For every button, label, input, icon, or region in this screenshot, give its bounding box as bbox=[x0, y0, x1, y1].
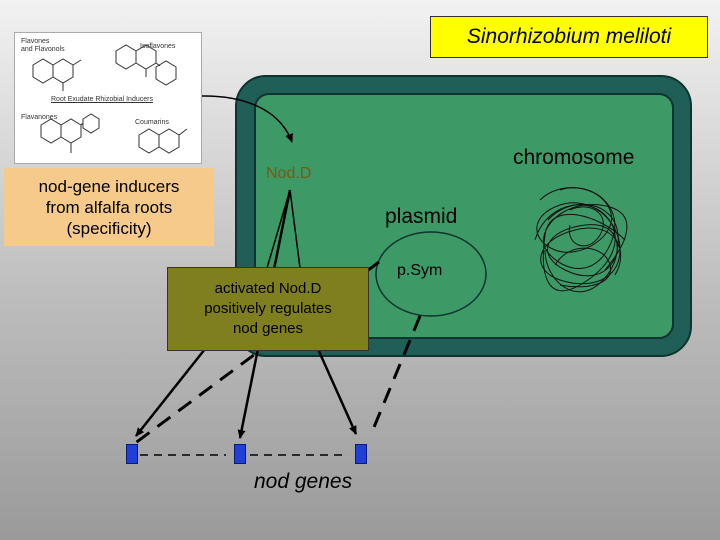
plasmid-to-gene3-dashed bbox=[370, 315, 422, 433]
activated-nodd-box: activated Nod.D positively regulates nod… bbox=[167, 267, 369, 351]
root-exudate-caption: Root Exudate Rhizobial Inducers bbox=[51, 96, 153, 103]
activated-to-gene3-arrow bbox=[316, 348, 358, 435]
nod-gene-3 bbox=[355, 444, 367, 464]
psym-label: p.Sym bbox=[397, 262, 443, 279]
plasmid-psym bbox=[375, 231, 487, 317]
inducer-label-box: nod-gene inducers from alfalfa roots (sp… bbox=[4, 168, 214, 246]
flavones-label: Flavones and Flavonols bbox=[21, 38, 65, 53]
nodd-protein-label: Nod.D bbox=[266, 165, 312, 182]
flavanones-label: Flavanones bbox=[21, 114, 58, 121]
nodd-link-right bbox=[289, 189, 301, 269]
isoflavone-structure-icon bbox=[115, 44, 177, 86]
inducer-structures-panel: Flavones and Flavonols Isoflavones Root … bbox=[14, 32, 202, 164]
flavone-structure-icon bbox=[32, 58, 82, 91]
coumarin-structure-icon bbox=[138, 128, 188, 154]
flavanone-structure-icon bbox=[40, 113, 100, 153]
nod-genes-label: nod genes bbox=[254, 470, 353, 493]
inducer-to-nodd-arrow bbox=[199, 95, 293, 143]
nod-gene-1 bbox=[126, 444, 138, 464]
nod-gene-2 bbox=[234, 444, 246, 464]
chromosome-tangle bbox=[534, 187, 628, 293]
chromosome-label: chromosome bbox=[513, 146, 635, 169]
coumarins-label: Coumarins bbox=[135, 119, 169, 126]
isoflavones-label: Isoflavones bbox=[140, 43, 176, 50]
activated-to-gene1-arrow bbox=[135, 348, 206, 437]
plasmid-label: plasmid bbox=[385, 205, 458, 228]
organism-title: Sinorhizobium meliloti bbox=[430, 16, 708, 58]
